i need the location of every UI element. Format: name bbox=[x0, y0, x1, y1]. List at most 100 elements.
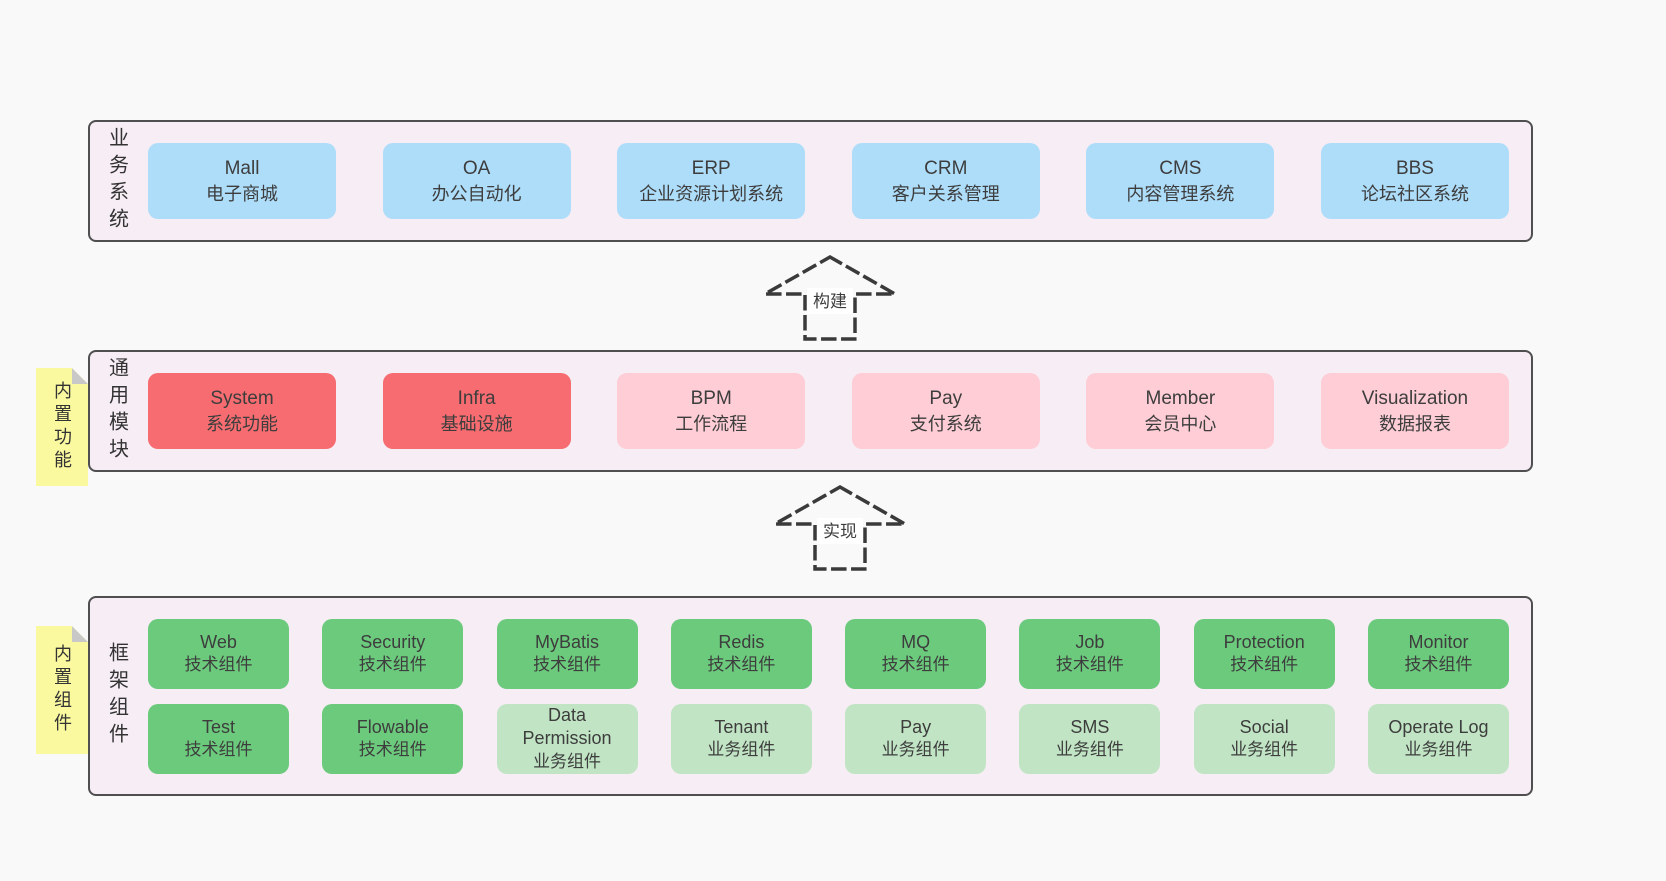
box-subtitle: 工作流程 bbox=[675, 414, 748, 435]
box-subtitle: 技术组件 bbox=[1230, 655, 1299, 675]
implement-arrow: 实现 bbox=[772, 484, 908, 571]
framework-box-data-permission: Data Permission 业务组件 bbox=[496, 703, 638, 774]
framework-box-redis: Redis 技术组件 bbox=[670, 618, 812, 689]
framework-components-panel: 框架组件 Web 技术组件 Security 技术组件 MyBatis 技术组件… bbox=[88, 596, 1533, 796]
box-subtitle: 技术组件 bbox=[358, 740, 427, 760]
box-subtitle: 业务组件 bbox=[707, 740, 776, 760]
module-box-member: Member 会员中心 bbox=[1086, 373, 1275, 449]
framework-box-monitor: Monitor 技术组件 bbox=[1367, 618, 1509, 689]
box-title: CMS bbox=[1159, 157, 1202, 179]
box-title: Redis bbox=[718, 631, 765, 652]
box-subtitle: 客户关系管理 bbox=[891, 184, 1000, 205]
box-title: OA bbox=[462, 157, 491, 179]
box-subtitle: 技术组件 bbox=[707, 655, 776, 675]
box-subtitle: 技术组件 bbox=[1055, 655, 1124, 675]
box-subtitle: 系统功能 bbox=[206, 414, 278, 435]
box-subtitle: 内容管理系统 bbox=[1126, 184, 1235, 205]
box-subtitle: 业务组件 bbox=[1230, 740, 1299, 760]
build-arrow: 构建 bbox=[762, 254, 898, 341]
framework-box-protection: Protection 技术组件 bbox=[1193, 618, 1335, 689]
framework-box-mybatis: MyBatis 技术组件 bbox=[496, 618, 638, 689]
module-box-infra: Infra 基础设施 bbox=[382, 373, 571, 449]
box-subtitle: 支付系统 bbox=[909, 414, 982, 435]
implement-arrow-outline bbox=[772, 484, 908, 571]
box-subtitle: 数据报表 bbox=[1378, 414, 1451, 435]
box-subtitle: 技术组件 bbox=[533, 655, 602, 675]
business-box-crm: CRM 客户关系管理 bbox=[851, 143, 1040, 219]
framework-box-operate-log: Operate Log 业务组件 bbox=[1367, 703, 1509, 774]
business-systems-boxes: Mall 电子商城 OA 办公自动化 ERP 企业资源计划系统 CRM 客户关系… bbox=[144, 122, 1531, 240]
builtin-features-label: 内置功能 bbox=[52, 381, 72, 473]
business-box-erp: ERP 企业资源计划系统 bbox=[617, 143, 806, 219]
box-title: Data Permission bbox=[522, 705, 612, 749]
implement-arrow-label-bg bbox=[817, 518, 863, 544]
box-subtitle: 技术组件 bbox=[881, 655, 950, 675]
builtin-features-sticky-note: 内置功能 bbox=[36, 368, 88, 486]
business-box-oa: OA 办公自动化 bbox=[382, 143, 571, 219]
module-box-pay: Pay 支付系统 bbox=[851, 373, 1040, 449]
framework-box-security: Security 技术组件 bbox=[322, 618, 464, 689]
framework-box-social: Social 业务组件 bbox=[1193, 703, 1335, 774]
box-title: BPM bbox=[690, 387, 732, 409]
box-subtitle: 技术组件 bbox=[184, 655, 253, 675]
box-title: ERP bbox=[691, 157, 731, 179]
framework-components-boxes: Web 技术组件 Security 技术组件 MyBatis 技术组件 Redi… bbox=[144, 598, 1531, 794]
box-title: MQ bbox=[901, 631, 931, 652]
box-title: System bbox=[210, 387, 274, 409]
box-subtitle: 技术组件 bbox=[184, 740, 253, 760]
business-systems-label: 业务系统 bbox=[105, 127, 128, 235]
module-box-visualization: Visualization 数据报表 bbox=[1320, 373, 1509, 449]
box-title: Test bbox=[201, 716, 235, 737]
box-subtitle: 企业资源计划系统 bbox=[639, 184, 784, 205]
box-title: Pay bbox=[900, 716, 932, 737]
framework-box-mq: MQ 技术组件 bbox=[845, 618, 987, 689]
box-title: Tenant bbox=[714, 716, 769, 737]
box-subtitle: 技术组件 bbox=[358, 655, 427, 675]
framework-box-job: Job 技术组件 bbox=[1019, 618, 1161, 689]
business-box-mall: Mall 电子商城 bbox=[148, 143, 336, 219]
box-title: Job bbox=[1075, 631, 1105, 652]
box-title: Security bbox=[360, 631, 426, 652]
box-subtitle: 技术组件 bbox=[1404, 655, 1473, 675]
framework-components-label: 框架组件 bbox=[105, 642, 128, 750]
box-title: CRM bbox=[924, 157, 968, 179]
box-title: Web bbox=[200, 631, 237, 652]
box-subtitle: 办公自动化 bbox=[431, 184, 522, 205]
box-subtitle: 业务组件 bbox=[1404, 740, 1473, 760]
build-arrow-label-bg bbox=[807, 288, 853, 314]
box-title: Member bbox=[1145, 387, 1216, 409]
common-modules-boxes: System 系统功能 Infra 基础设施 BPM 工作流程 Pay 支付系统… bbox=[144, 352, 1531, 470]
box-subtitle: 基础设施 bbox=[440, 414, 513, 435]
box-title: Visualization bbox=[1361, 387, 1469, 409]
business-box-bbs: BBS 论坛社区系统 bbox=[1320, 143, 1509, 219]
build-arrow-outline bbox=[762, 254, 898, 341]
framework-box-pay: Pay 业务组件 bbox=[845, 703, 987, 774]
box-subtitle: 电子商城 bbox=[206, 184, 278, 205]
framework-box-sms: SMS 业务组件 bbox=[1019, 703, 1161, 774]
box-subtitle: 论坛社区系统 bbox=[1360, 184, 1469, 205]
builtin-components-label: 内置组件 bbox=[52, 644, 72, 736]
framework-box-test: Test 技术组件 bbox=[148, 703, 289, 774]
framework-box-tenant: Tenant 业务组件 bbox=[670, 703, 812, 774]
implement-arrow-label: 实现 bbox=[823, 522, 857, 541]
module-box-system: System 系统功能 bbox=[148, 373, 336, 449]
box-title: MyBatis bbox=[535, 631, 600, 652]
box-title: Pay bbox=[929, 387, 963, 409]
box-title: Infra bbox=[457, 387, 496, 409]
build-arrow-label: 构建 bbox=[813, 292, 847, 311]
builtin-components-sticky-note: 内置组件 bbox=[36, 626, 88, 754]
box-title: Protection bbox=[1223, 631, 1305, 652]
box-subtitle: 业务组件 bbox=[1055, 740, 1124, 760]
box-title: Operate Log bbox=[1388, 716, 1489, 737]
box-subtitle: 业务组件 bbox=[881, 740, 950, 760]
box-title: Flowable bbox=[356, 716, 429, 737]
business-box-cms: CMS 内容管理系统 bbox=[1086, 143, 1275, 219]
common-modules-label: 通用模块 bbox=[105, 357, 128, 465]
box-title: Monitor bbox=[1408, 631, 1469, 652]
box-title: SMS bbox=[1070, 716, 1110, 737]
framework-box-flowable: Flowable 技术组件 bbox=[322, 703, 464, 774]
box-title: Social bbox=[1239, 716, 1289, 737]
module-box-bpm: BPM 工作流程 bbox=[617, 373, 806, 449]
box-subtitle: 业务组件 bbox=[533, 751, 602, 771]
box-subtitle: 会员中心 bbox=[1144, 414, 1217, 435]
